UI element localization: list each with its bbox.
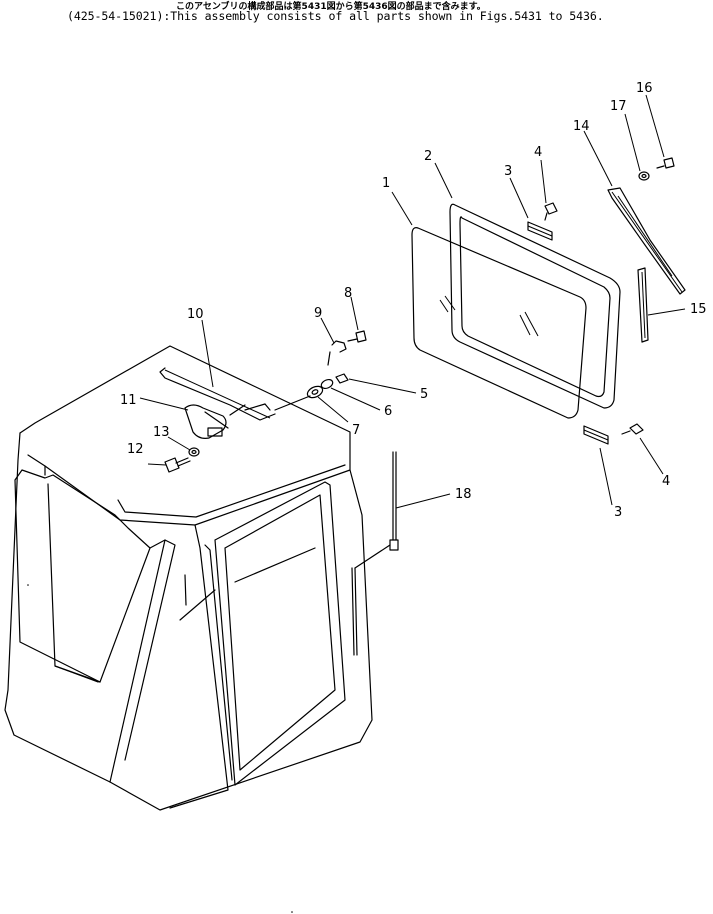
print-speck bbox=[291, 911, 293, 913]
callout-9: 9 bbox=[314, 306, 322, 321]
callout-8: 8 bbox=[344, 286, 352, 301]
part-13-washer bbox=[188, 447, 200, 457]
header-japanese-note: このアセンブリの構成部品は第5431図から第5436図の部品まで含みます。 bbox=[176, 2, 486, 12]
part-18-washer-rod bbox=[351, 451, 399, 656]
callout-3-upper: 3 bbox=[504, 164, 512, 179]
part-5-nut bbox=[335, 373, 349, 384]
leader-lines bbox=[139, 94, 686, 509]
part-12-bolt bbox=[164, 457, 191, 473]
part-9-bracket bbox=[327, 340, 347, 366]
callout-16: 16 bbox=[636, 81, 653, 96]
part-6-washer bbox=[320, 378, 334, 390]
callout-6: 6 bbox=[384, 404, 392, 419]
part-7-grommet bbox=[306, 385, 324, 399]
cab-body bbox=[4, 345, 373, 811]
callout-18: 18 bbox=[455, 487, 472, 502]
callout-11: 11 bbox=[120, 393, 137, 408]
part-4-screw-lower bbox=[621, 423, 644, 435]
part-10-cable bbox=[159, 367, 276, 421]
part-17-washer bbox=[638, 171, 650, 181]
part-3-clip-upper bbox=[527, 221, 553, 241]
callout-labels: 1 2 3 4 3 4 5 6 7 8 9 10 11 12 13 14 15 … bbox=[120, 81, 707, 520]
callout-14: 14 bbox=[573, 119, 590, 134]
part-15-wiper-blade bbox=[637, 267, 649, 343]
callout-3-lower: 3 bbox=[614, 505, 622, 520]
callout-1: 1 bbox=[382, 176, 390, 191]
callout-4-lower: 4 bbox=[662, 474, 670, 489]
part-4-screw-upper bbox=[544, 202, 558, 221]
callout-17: 17 bbox=[610, 99, 627, 114]
part-14-wiper-arm bbox=[607, 187, 686, 295]
callout-12: 12 bbox=[127, 442, 144, 457]
part-1-glass bbox=[411, 227, 587, 419]
callout-4-upper: 4 bbox=[534, 145, 542, 160]
part-3-clip-lower bbox=[583, 425, 609, 445]
part-16-bolt bbox=[656, 157, 675, 169]
callout-13: 13 bbox=[153, 425, 170, 440]
part-8-bolt bbox=[347, 330, 367, 343]
part-2-window-frame bbox=[449, 203, 621, 409]
callout-15: 15 bbox=[690, 302, 707, 317]
callout-7: 7 bbox=[352, 423, 360, 438]
callout-5: 5 bbox=[420, 387, 428, 402]
print-speck bbox=[27, 584, 29, 586]
callout-2: 2 bbox=[424, 149, 432, 164]
part-11-wiper-motor bbox=[184, 404, 246, 439]
callout-10: 10 bbox=[187, 307, 204, 322]
header-english-note: (425-54-15021):This assembly consists of… bbox=[67, 9, 604, 23]
